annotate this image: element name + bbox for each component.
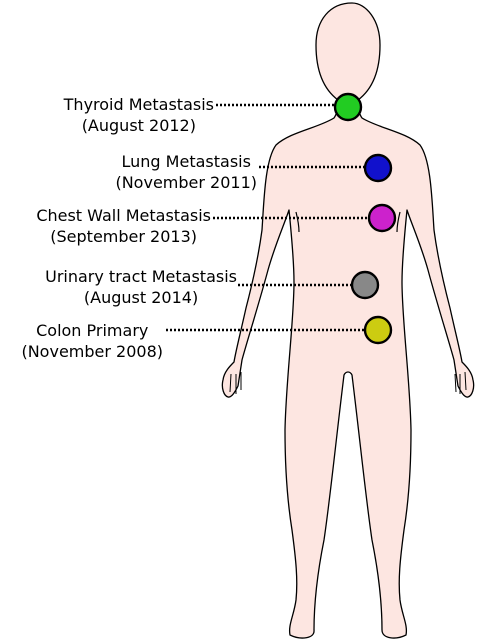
label-chest-wall-date: (September 2013): [36, 226, 211, 247]
marker-lung: [365, 155, 391, 181]
label-lung-name: Lung Metastasis: [115, 151, 257, 172]
label-lung-date: (November 2011): [115, 172, 257, 193]
marker-colon: [365, 317, 391, 343]
marker-thyroid: [335, 94, 361, 120]
label-urinary-tract: Urinary tract Metastasis (August 2014): [45, 266, 237, 308]
marker-chest-wall: [369, 205, 395, 231]
label-thyroid-date: (August 2012): [64, 115, 214, 136]
label-chest-wall: Chest Wall Metastasis (September 2013): [36, 205, 211, 247]
label-thyroid: Thyroid Metastasis (August 2012): [64, 94, 214, 136]
label-colon: Colon Primary (November 2008): [21, 320, 163, 362]
label-lung: Lung Metastasis (November 2011): [115, 151, 257, 193]
marker-urinary-tract: [352, 272, 378, 298]
label-colon-name: Colon Primary: [21, 320, 163, 341]
label-thyroid-name: Thyroid Metastasis: [64, 94, 214, 115]
label-urinary-tract-name: Urinary tract Metastasis: [45, 266, 237, 287]
label-urinary-tract-date: (August 2014): [45, 287, 237, 308]
label-colon-date: (November 2008): [21, 341, 163, 362]
label-chest-wall-name: Chest Wall Metastasis: [36, 205, 211, 226]
